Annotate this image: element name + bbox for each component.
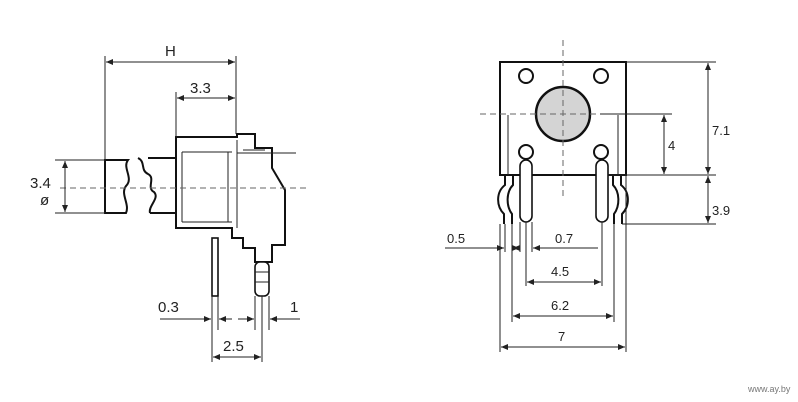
corner-hole-top-right (593, 68, 609, 84)
front-pin-inner-right (595, 159, 609, 223)
front-pin-inner-left (519, 159, 533, 223)
front-pin-outer-left (497, 175, 514, 224)
dim-6-2-label: 6.2 (551, 298, 569, 313)
side-pin-rear (254, 261, 270, 297)
dim-1-label: 1 (290, 299, 298, 316)
dim-3-4-label: 3.4 (30, 175, 51, 192)
dim-0-3-label: 0.3 (158, 299, 179, 316)
corner-hole-bottom-right (593, 144, 609, 160)
dim-0-7-label: 0.7 (555, 231, 573, 246)
front-pin-outer-right (612, 175, 629, 224)
watermark: www.ay.by (747, 384, 791, 394)
dim-2-5-label: 2.5 (223, 338, 244, 355)
dim-4-label: 4 (668, 138, 675, 153)
dim-h-label: H (165, 43, 176, 60)
dim-phi-label: ø (40, 192, 49, 209)
dim-3-9-label: 3.9 (712, 203, 730, 218)
side-pin-front (211, 237, 219, 297)
dim-3-3-label: 3.3 (190, 80, 211, 97)
housing-body (175, 133, 286, 263)
corner-hole-top-left (518, 68, 534, 84)
dim-4-5-label: 4.5 (551, 264, 569, 279)
actuator-shape (104, 159, 130, 214)
dim-7-label: 7 (558, 329, 565, 344)
front-view: 7.1 4 3.9 0.5 0.7 4.5 6.2 (445, 40, 730, 352)
dim-7-1-label: 7.1 (712, 123, 730, 138)
corner-hole-bottom-left (518, 144, 534, 160)
side-view: H 3.3 3.4 ø 0.3 2.5 1 (30, 43, 310, 362)
dim-0-5-label: 0.5 (447, 231, 465, 246)
actuator-wave (137, 157, 157, 214)
